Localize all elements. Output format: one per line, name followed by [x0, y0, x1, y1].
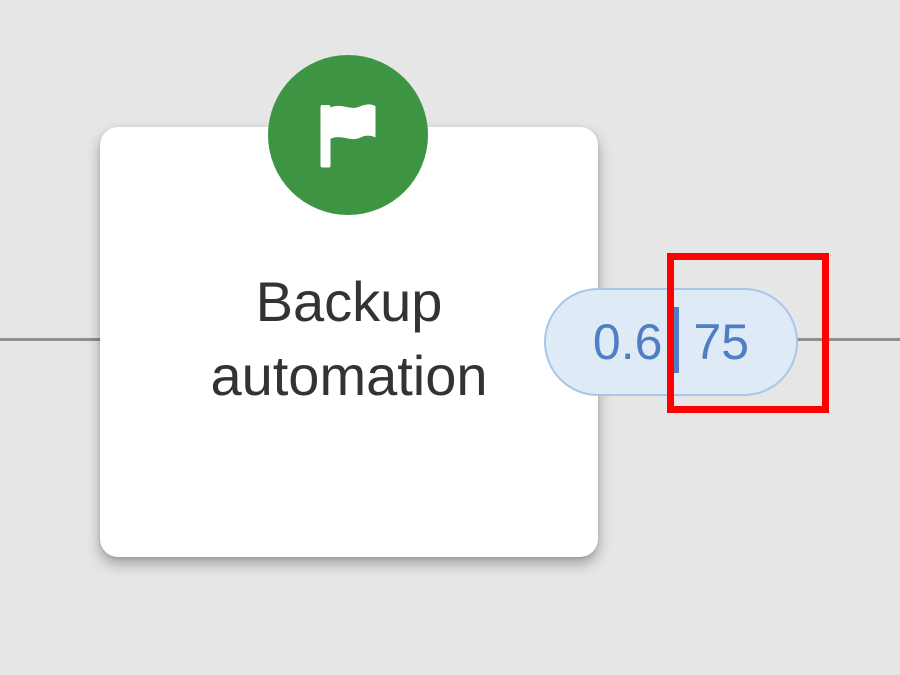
incoming-edge: [0, 338, 100, 341]
metric-left-value: 0.6: [592, 314, 663, 370]
metric-pill[interactable]: 0.6 75: [544, 288, 798, 396]
outgoing-edge: [796, 338, 900, 341]
metric-separator: [672, 307, 680, 373]
flag-icon: [320, 104, 376, 168]
metric-right-value: 75: [693, 314, 750, 370]
flag-icon-badge: [268, 55, 428, 215]
node-title: Backup automation: [210, 270, 488, 407]
